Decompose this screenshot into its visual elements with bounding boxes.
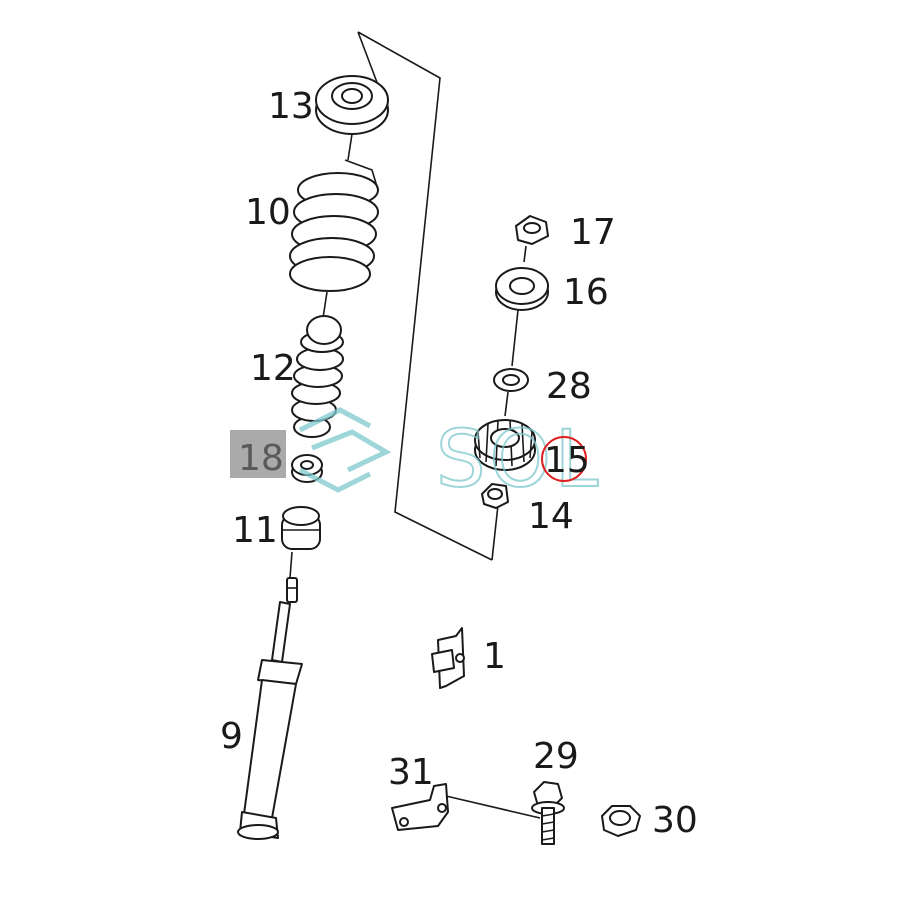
part-13-upper-spring-seat xyxy=(315,75,389,161)
part-1-bracket xyxy=(431,627,465,689)
part-14-nut xyxy=(481,483,509,509)
part-9-shock-absorber xyxy=(237,577,303,840)
part-31-clip xyxy=(391,783,541,831)
callout-label-30: 30 xyxy=(652,800,698,841)
callout-label-10: 10 xyxy=(245,192,291,233)
callout-label-31: 31 xyxy=(388,752,434,793)
callout-label-11: 11 xyxy=(232,510,278,551)
callout-18-highlight xyxy=(230,430,286,478)
callout-label-15: 15 xyxy=(544,440,590,481)
callout-label-16: 16 xyxy=(563,272,609,313)
callout-label-17: 17 xyxy=(570,212,616,253)
part-29-bolt xyxy=(531,781,565,845)
part-12-bump-stop xyxy=(291,315,344,438)
part-30-hex-nut xyxy=(601,805,641,837)
part-28-ring xyxy=(493,368,529,417)
callout-label-12: 12 xyxy=(250,348,296,389)
callout-label-9: 9 xyxy=(220,716,243,757)
callout-label-1: 1 xyxy=(483,636,506,677)
part-10-coil-spring xyxy=(289,159,379,319)
callout-label-18: 18 xyxy=(238,438,284,479)
part-17-nut xyxy=(515,215,549,263)
callout-label-28: 28 xyxy=(546,366,592,407)
assembly-frame xyxy=(357,31,499,561)
callout-label-29: 29 xyxy=(533,736,579,777)
part-15-top-mount xyxy=(474,419,536,471)
callout-label-14: 14 xyxy=(528,496,574,537)
callout-label-13: 13 xyxy=(268,86,314,127)
part-16-washer xyxy=(495,267,549,367)
watermark-logo: SOL xyxy=(298,407,602,506)
watermark-mark xyxy=(298,407,392,493)
callout-15-circle xyxy=(541,436,587,482)
watermark-text: SOL xyxy=(436,415,602,505)
part-11-rubber-stop xyxy=(281,506,321,579)
